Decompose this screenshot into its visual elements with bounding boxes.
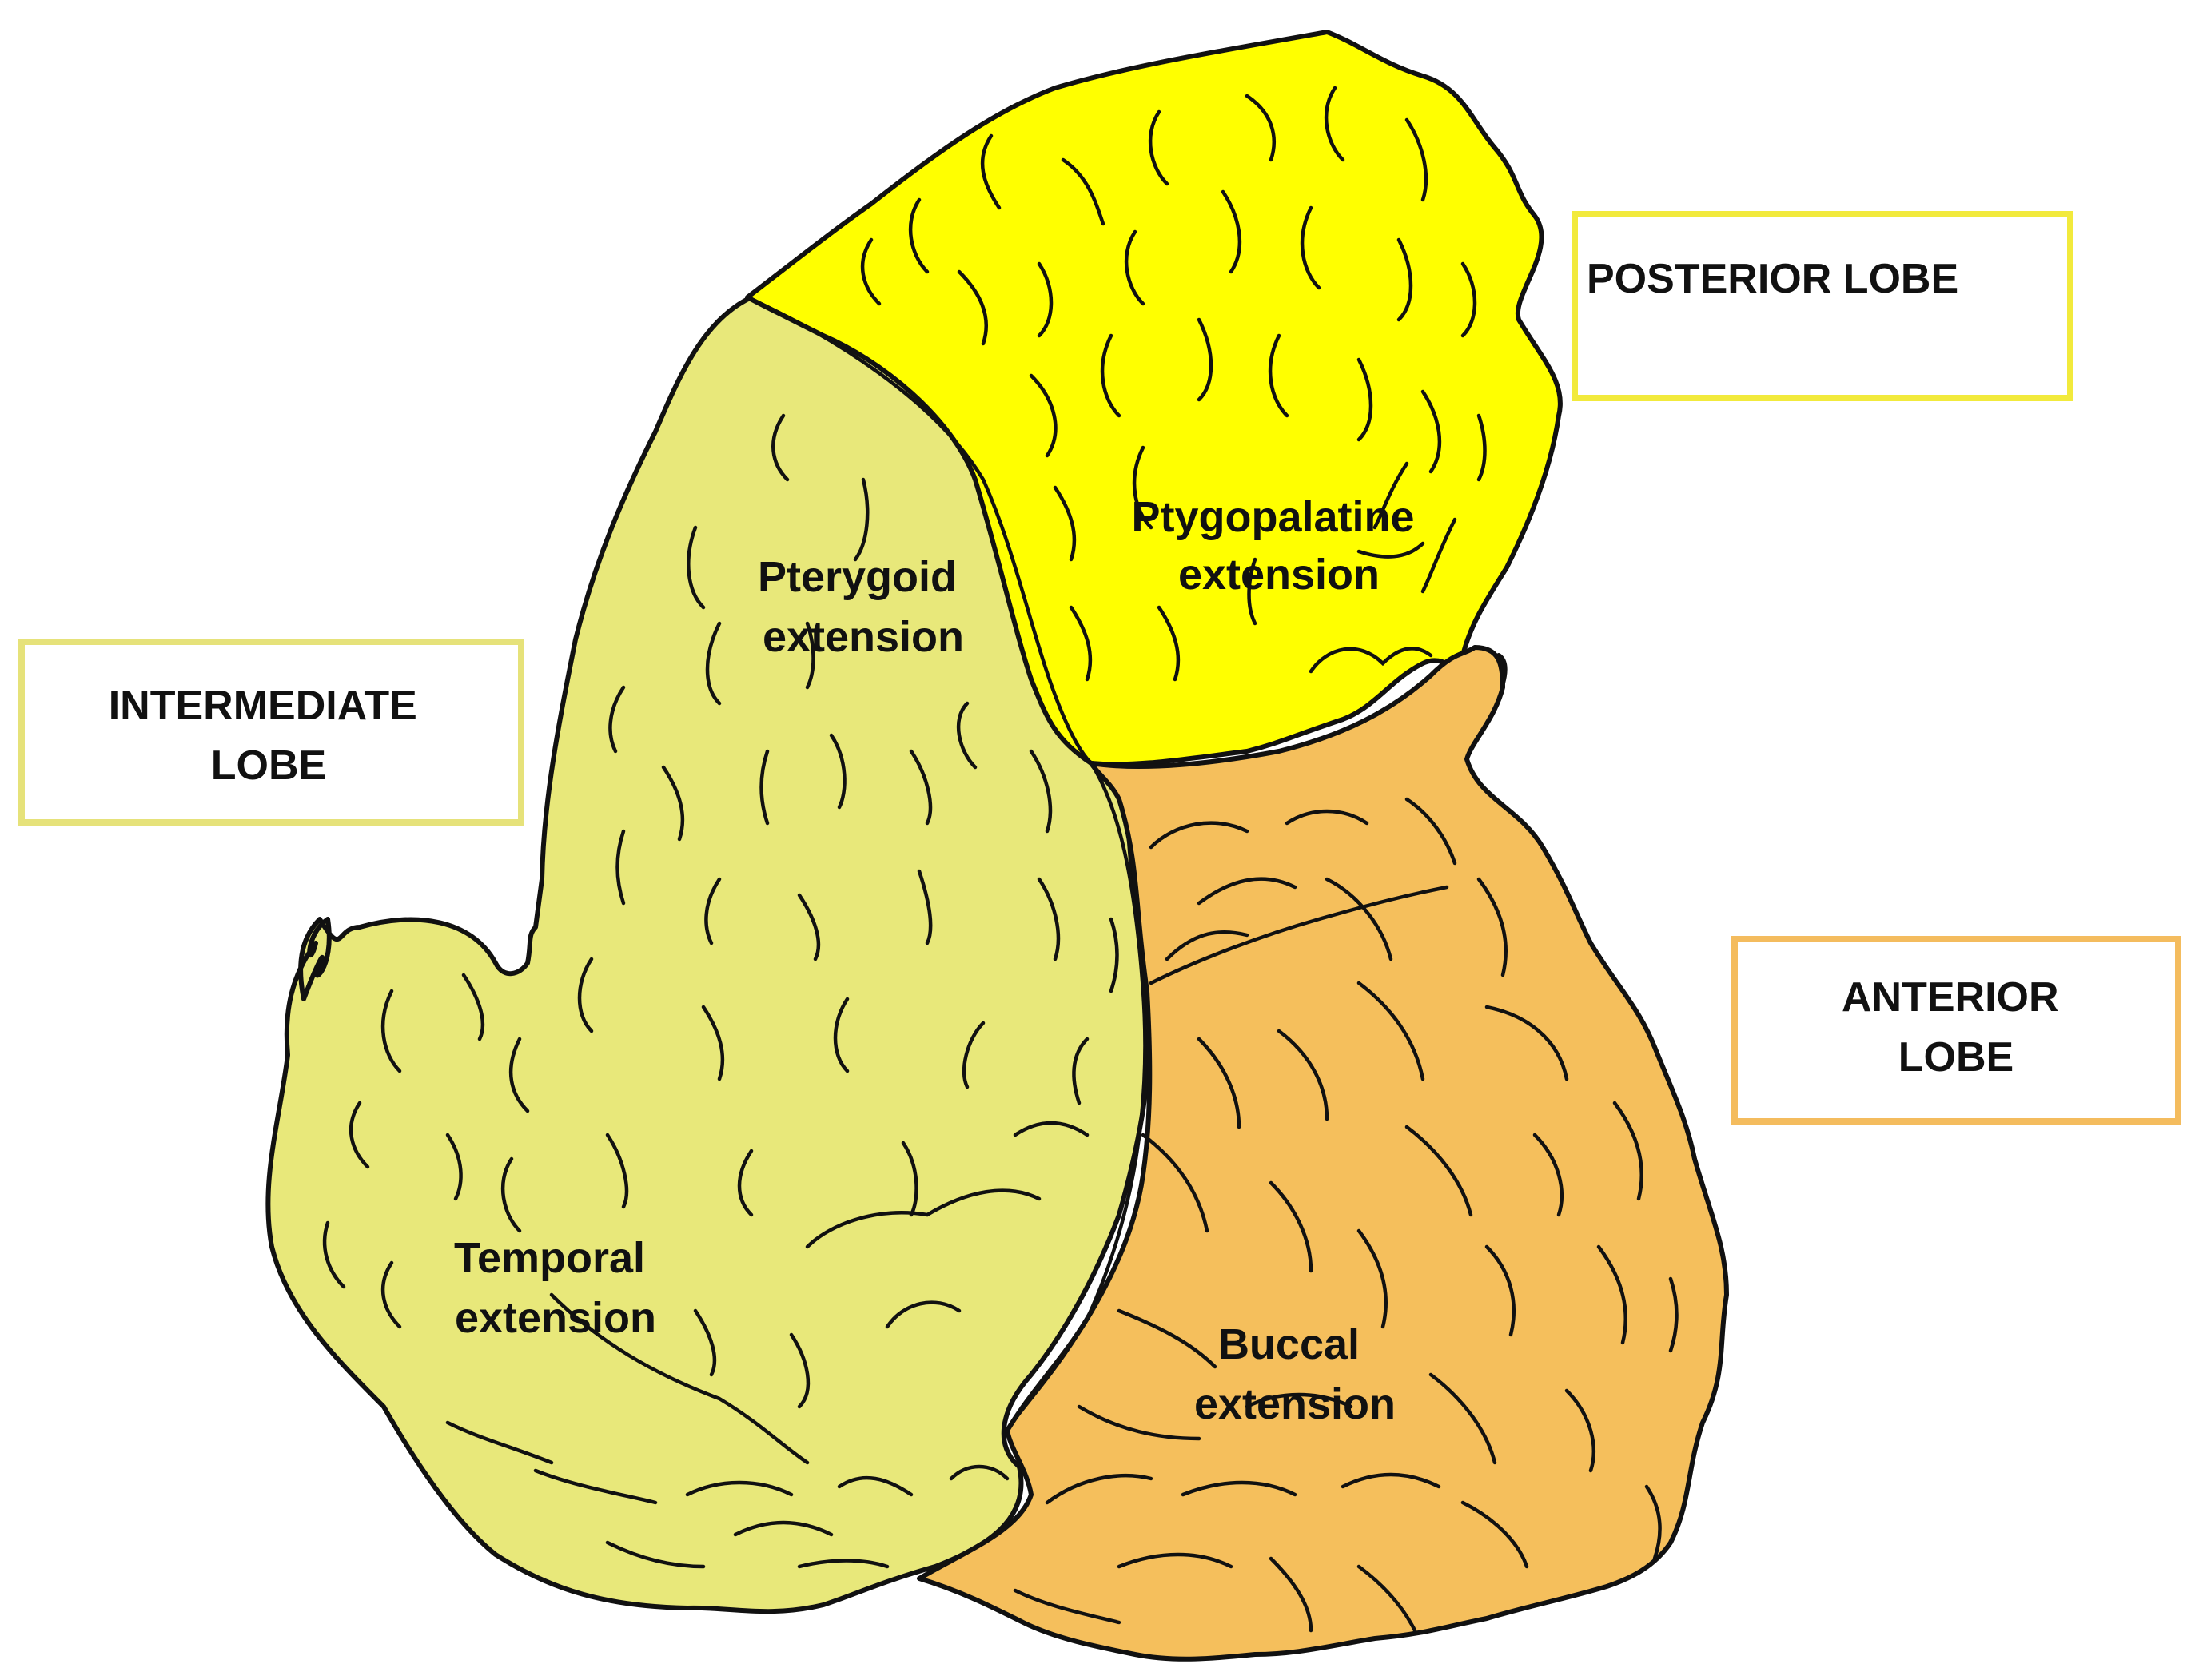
anterior-lobe-box <box>1731 936 2181 1125</box>
temporal-label: Temporal extension <box>454 1234 657 1342</box>
anterior-lobe-legend: ANTERIOR LOBE <box>1731 936 2181 1125</box>
intermediate-anterior-boundary <box>1005 761 1147 1433</box>
ptygopalatine-label: Ptygopalatine extension <box>1131 493 1426 599</box>
posterior-lobe-box <box>1572 211 2073 401</box>
intermediate-lobe-sulci <box>322 413 1119 1569</box>
intermediate-lobe-legend: INTERMEDIATE LOBE <box>18 639 524 826</box>
pterygoid-label: Pterygoid extension <box>758 553 969 661</box>
posterior-lobe-shape <box>745 30 1563 767</box>
posterior-lobe-legend: POSTERIOR LOBE <box>1572 211 2073 401</box>
pterygoid-posterior-boundary <box>745 295 1094 766</box>
buccal-label: Buccal extension <box>1194 1320 1396 1428</box>
posterior-lobe-sulci <box>860 86 1487 682</box>
intermediate-lobe-box <box>18 639 524 826</box>
intermediate-lobe-text: INTERMEDIATE LOBE <box>109 683 429 789</box>
anterior-lobe-text: ANTERIOR LOBE <box>1842 974 2070 1081</box>
anterior-lobe-sulci <box>1013 797 1679 1633</box>
posterior-lobe-text: POSTERIOR LOBE <box>1587 256 1958 302</box>
